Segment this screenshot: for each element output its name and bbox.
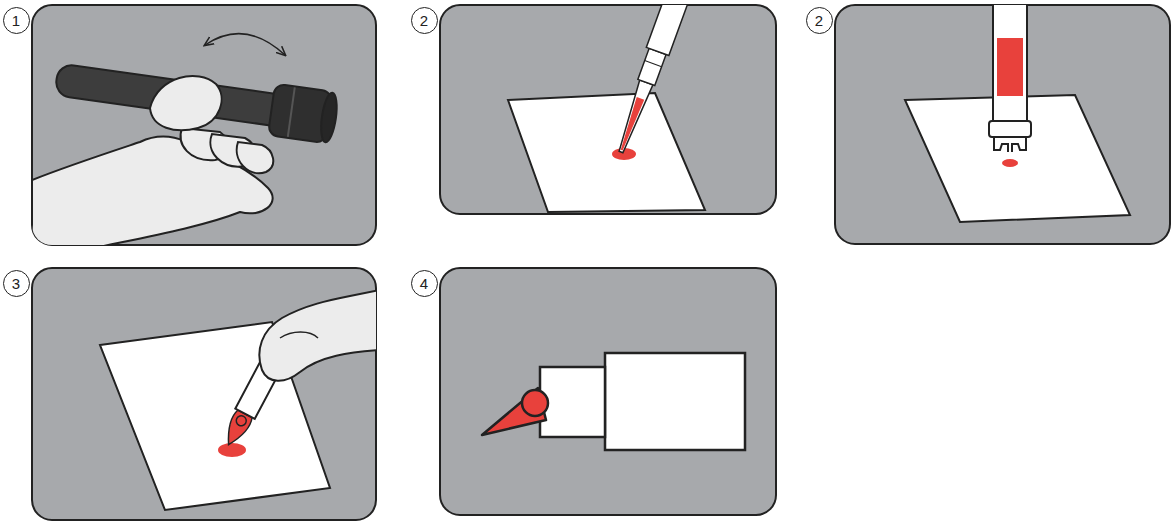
glove-finger	[237, 142, 274, 173]
filled-device	[482, 353, 745, 450]
device-body	[605, 353, 745, 450]
pipette-tip	[614, 80, 652, 154]
applicator-on-paper	[100, 290, 376, 510]
applicator-bulb	[235, 414, 249, 428]
blood-spot	[1002, 159, 1018, 167]
capillary-tube	[993, 5, 1027, 124]
step-number: 2	[420, 13, 428, 28]
blood-in-tip	[618, 97, 644, 151]
device-neck	[540, 367, 605, 437]
glove-thumb	[150, 76, 222, 130]
pipette-on-paper	[508, 5, 705, 212]
glove-hand	[259, 290, 376, 381]
panel	[440, 268, 776, 515]
step-number: 1	[12, 13, 20, 28]
glove-crease	[280, 332, 318, 338]
glove-palm	[32, 137, 273, 245]
step-number: 2	[815, 13, 823, 28]
panel	[835, 5, 1170, 244]
filter-paper	[508, 93, 705, 212]
cap-end	[319, 92, 340, 143]
pipette-ring	[645, 61, 662, 67]
step-number-circle: 4	[411, 270, 438, 297]
step-number-circle: 2	[806, 7, 833, 34]
dispenser-claw	[994, 137, 1026, 152]
step-number-circle: 3	[3, 270, 30, 297]
cap-ridge	[288, 87, 295, 137]
capillary-on-paper	[905, 5, 1130, 222]
panel	[440, 5, 776, 214]
pipette-collar	[638, 48, 666, 85]
hand-with-tube	[32, 34, 339, 245]
step-number-circle: 1	[3, 7, 30, 34]
pipette-body	[646, 5, 698, 56]
tube-holder	[989, 121, 1031, 137]
step-number-circle: 2	[411, 7, 438, 34]
blood-spot	[218, 443, 246, 457]
device-bulb	[522, 390, 548, 416]
step-number: 4	[420, 276, 428, 291]
step-number: 3	[12, 276, 20, 291]
rocking-arrow	[205, 34, 285, 55]
blood-column	[997, 38, 1023, 96]
